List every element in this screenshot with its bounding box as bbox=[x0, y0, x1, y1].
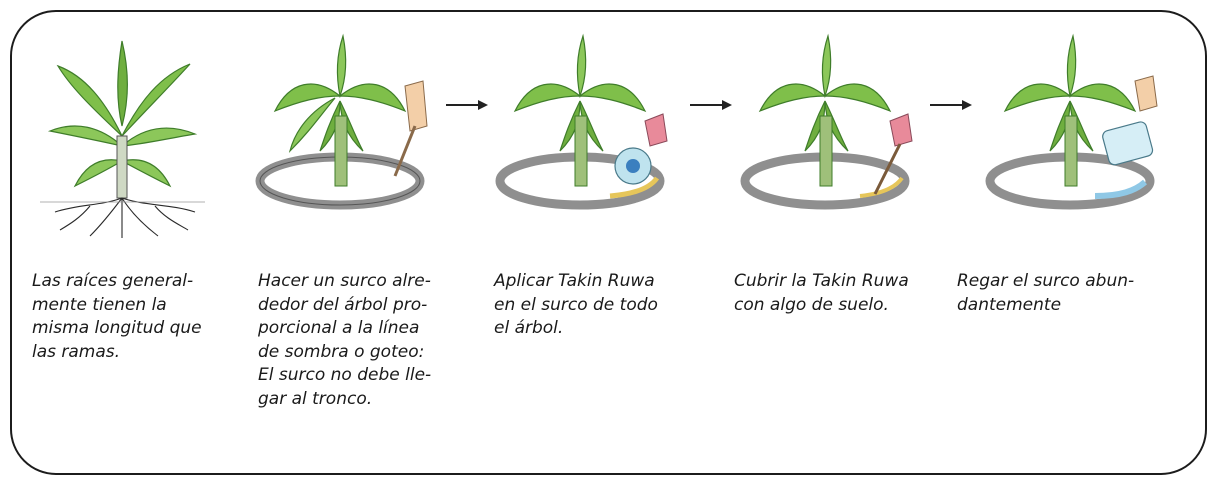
step-caption-furrow: Hacer un surco alre- dedor del árbol pro… bbox=[258, 271, 432, 409]
watering-can-icon bbox=[985, 33, 1158, 210]
arrow-right-icon bbox=[930, 100, 972, 110]
soil-covering-icon bbox=[740, 33, 913, 210]
plant-with-furrow-and-hand-icon bbox=[255, 33, 428, 210]
arrow-right-icon bbox=[446, 100, 488, 110]
step-caption-water: Regar el surco abun- dantemente bbox=[957, 271, 1135, 315]
fertilizer-bottle-icon bbox=[495, 33, 668, 210]
step-caption-roots: Las raíces general- mente tienen la mism… bbox=[32, 271, 202, 362]
arrow-right-icon bbox=[690, 100, 732, 110]
plant-with-roots-icon bbox=[40, 40, 205, 238]
step-caption-apply: Aplicar Takin Ruwa en el surco de todo e… bbox=[494, 271, 658, 338]
step-caption-cover: Cubrir la Takin Ruwa con algo de suelo. bbox=[734, 271, 909, 315]
